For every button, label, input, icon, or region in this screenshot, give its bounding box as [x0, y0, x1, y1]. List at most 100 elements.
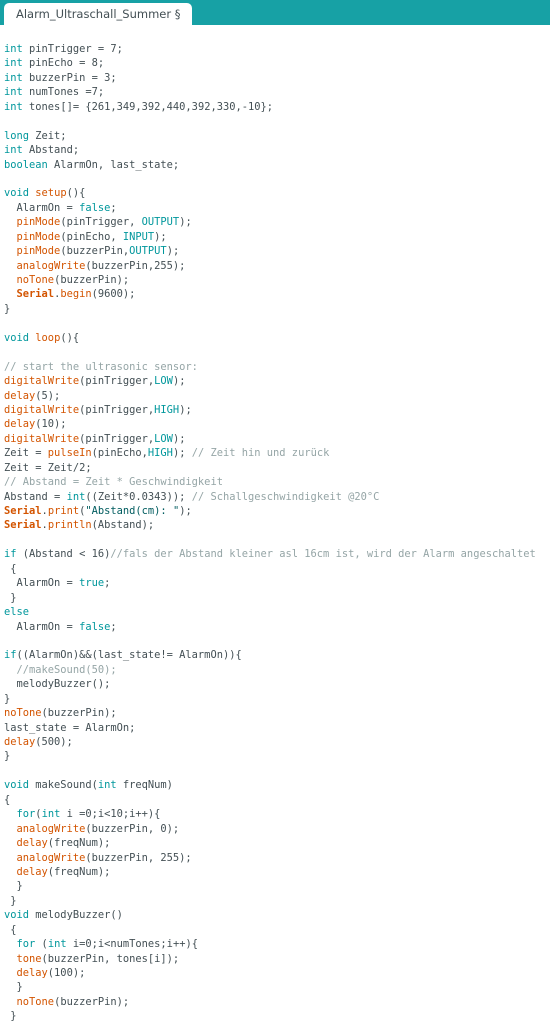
code-line[interactable]: digitalWrite(pinTrigger,LOW); [4, 432, 536, 446]
code-token: (9600); [91, 288, 136, 301]
code-line[interactable]: for (int i=0;i<numTones;i++){ [4, 937, 536, 951]
code-line[interactable]: } [4, 692, 536, 706]
code-token: OUTPUT [141, 216, 180, 229]
code-line[interactable]: analogWrite(buzzerPin,255); [4, 259, 536, 273]
code-line[interactable]: } [4, 879, 536, 893]
code-line[interactable]: delay(freqNum); [4, 836, 536, 850]
code-line[interactable]: } [4, 894, 536, 908]
code-line[interactable]: delay(500); [4, 735, 536, 749]
code-line[interactable]: //makeSound(50); [4, 663, 536, 677]
code-line[interactable]: int numTones =7; [4, 85, 536, 99]
code-line[interactable]: int tones[]= {261,349,392,440,392,330,-1… [4, 100, 536, 114]
code-token: delay [4, 418, 36, 431]
code-line[interactable]: pinMode(pinTrigger, OUTPUT); [4, 215, 536, 229]
code-line[interactable] [4, 316, 536, 330]
code-line[interactable]: pinMode(buzzerPin,OUTPUT); [4, 244, 536, 258]
code-line[interactable]: delay(10); [4, 417, 536, 431]
code-token: i=0;i<numTones;i++){ [66, 938, 198, 951]
code-line[interactable]: pinMode(pinEcho, INPUT); [4, 230, 536, 244]
code-line[interactable]: noTone(buzzerPin); [4, 706, 536, 720]
code-line[interactable] [4, 345, 536, 359]
code-token: (freqNum); [47, 837, 111, 850]
code-token: ); [179, 216, 192, 229]
code-token: Zeit = Zeit/2; [4, 461, 92, 474]
code-line[interactable]: AlarmOn = true; [4, 576, 536, 590]
code-token: (pinTrigger, [79, 403, 155, 416]
code-line[interactable]: else [4, 605, 536, 619]
code-line[interactable]: if((AlarmOn)&&(last_state!= AlarmOn)){ [4, 648, 536, 662]
code-line[interactable]: boolean AlarmOn, last_state; [4, 158, 536, 172]
code-line[interactable]: } [4, 302, 536, 316]
code-line[interactable]: int Abstand; [4, 143, 536, 157]
code-token: Zeit; [29, 129, 67, 142]
code-token: (100); [47, 967, 86, 979]
code-line[interactable]: void makeSound(int freqNum) [4, 778, 536, 792]
code-line[interactable] [4, 764, 536, 778]
code-token: int [47, 938, 67, 951]
code-line[interactable]: noTone(buzzerPin); [4, 273, 536, 287]
code-token: analogWrite [16, 851, 86, 864]
code-line[interactable] [4, 533, 536, 547]
code-line[interactable]: } [4, 591, 536, 605]
code-line[interactable]: digitalWrite(pinTrigger,LOW); [4, 374, 536, 388]
code-token [4, 231, 17, 243]
code-line[interactable]: AlarmOn = false; [4, 620, 536, 634]
code-token [4, 953, 17, 965]
code-line[interactable] [4, 114, 536, 128]
code-token: delay [4, 736, 36, 748]
code-line[interactable]: int pinTrigger = 7; [4, 42, 536, 56]
code-token: LOW [154, 432, 173, 445]
code-token: (buzzerPin, 0); [85, 822, 180, 835]
code-line[interactable]: Abstand = int((Zeit*0.0343)); // Schallg… [4, 490, 536, 504]
code-line[interactable]: } [4, 749, 536, 763]
code-token: ; [104, 577, 111, 590]
code-editor[interactable]: int pinTrigger = 7;int pinEcho = 8;int b… [0, 25, 550, 1024]
code-line[interactable]: } [4, 1009, 536, 1023]
code-token: ); [154, 230, 167, 243]
code-line[interactable]: int pinEcho = 8; [4, 56, 536, 70]
code-token: { [4, 923, 17, 936]
code-line[interactable]: melodyBuzzer(); [4, 677, 536, 691]
code-line[interactable]: noTone(buzzerPin); [4, 995, 536, 1009]
code-line[interactable]: { [4, 562, 536, 576]
code-line[interactable]: { [4, 923, 536, 937]
code-token: ); [166, 245, 180, 258]
code-line[interactable]: delay(100); [4, 966, 536, 980]
code-line[interactable]: Serial.begin(9600); [4, 287, 536, 301]
code-token: } [4, 692, 11, 705]
tab-sketch[interactable]: Alarm_Ultraschall_Summer § [4, 3, 193, 25]
code-line[interactable]: } [4, 980, 536, 994]
code-line[interactable]: last_state = AlarmOn; [4, 721, 536, 735]
tab-bar: Alarm_Ultraschall_Summer § [0, 0, 550, 25]
code-line[interactable]: delay(5); [4, 389, 536, 403]
code-line[interactable]: for(int i =0;i<10;i++){ [4, 807, 536, 821]
code-token: if [4, 548, 17, 561]
code-line[interactable]: Zeit = pulseIn(pinEcho,HIGH); // Zeit hi… [4, 446, 536, 460]
code-line[interactable]: analogWrite(buzzerPin, 0); [4, 822, 536, 836]
code-line[interactable]: AlarmOn = false; [4, 201, 536, 215]
code-line[interactable] [4, 634, 536, 648]
code-line[interactable]: tone(buzzerPin, tones[i]); [4, 952, 536, 966]
code-line[interactable]: Serial.println(Abstand); [4, 518, 536, 532]
code-line[interactable]: analogWrite(buzzerPin, 255); [4, 851, 536, 865]
code-lines: int pinTrigger = 7;int pinEcho = 8;int b… [4, 42, 536, 1024]
code-token: buzzerPin = 3; [22, 71, 117, 84]
code-line[interactable]: digitalWrite(pinTrigger,HIGH); [4, 403, 536, 417]
code-line[interactable]: void melodyBuzzer() [4, 908, 536, 922]
code-line[interactable]: // start the ultrasonic sensor: [4, 360, 536, 374]
code-line[interactable]: Serial.print("Abstand(cm): "); [4, 504, 536, 518]
code-token: int [4, 43, 23, 55]
code-line[interactable] [4, 172, 536, 186]
code-token: AlarmOn = [4, 620, 80, 633]
code-line[interactable]: int buzzerPin = 3; [4, 71, 536, 85]
code-line[interactable]: void setup(){ [4, 186, 536, 200]
code-token: (5); [35, 389, 61, 402]
code-line[interactable]: { [4, 793, 536, 807]
code-line[interactable]: Zeit = Zeit/2; [4, 461, 536, 475]
code-line[interactable]: void loop(){ [4, 331, 536, 345]
code-line[interactable]: // Abstand = Zeit * Geschwindigkeit [4, 475, 536, 489]
code-line[interactable]: if (Abstand < 16)//fals der Abstand klei… [4, 547, 536, 561]
code-line[interactable]: long Zeit; [4, 129, 536, 143]
code-line[interactable]: delay(freqNum); [4, 865, 536, 879]
code-token [4, 664, 17, 676]
